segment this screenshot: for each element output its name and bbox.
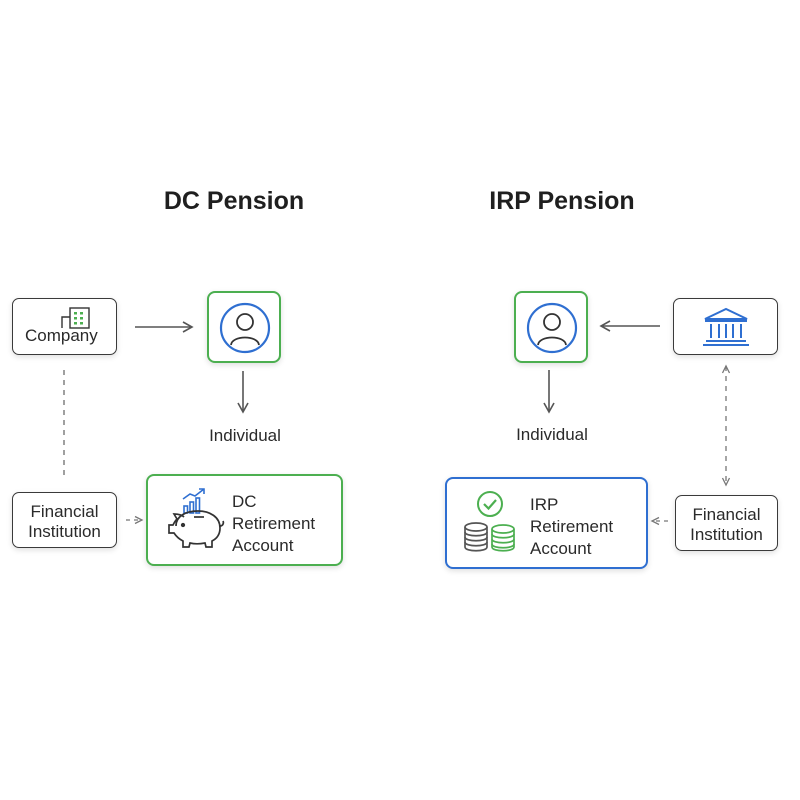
- dc-account-line1: DC: [232, 492, 257, 511]
- irp-account-line2: Retirement: [530, 517, 614, 536]
- irp-financial-institution-box: Financial Institution: [675, 495, 778, 551]
- piggy-bank-icon: [168, 488, 225, 548]
- coins-check-icon: [464, 491, 515, 552]
- irp-fi-line2: Institution: [690, 525, 763, 544]
- dc-retirement-account-box: DC Retirement Account: [146, 474, 343, 566]
- person-icon: [219, 302, 271, 354]
- irp-individual-label: Individual: [516, 425, 588, 444]
- bank-icon: [703, 307, 749, 346]
- dc-individual-box: [207, 291, 281, 363]
- irp-account-line1: IRP: [530, 495, 559, 514]
- dc-fi-line2: Institution: [28, 522, 101, 541]
- irp-account-line3: Account: [530, 539, 592, 558]
- company-box: Company: [12, 298, 117, 355]
- irp-fi-line1: Financial: [692, 505, 761, 524]
- irp-pension-title: IRP Pension: [489, 187, 635, 215]
- dc-account-line3: Account: [232, 536, 294, 555]
- company-label: Company: [25, 326, 98, 345]
- dc-fi-line1: Financial: [30, 502, 99, 521]
- irp-retirement-account-box: IRP Retirement Account: [445, 477, 648, 569]
- irp-individual-box: [514, 291, 588, 363]
- building-icon: [61, 307, 90, 329]
- dc-pension-title: DC Pension: [163, 187, 305, 215]
- bank-box: [673, 298, 778, 355]
- dc-account-line2: Retirement: [232, 514, 316, 533]
- person-icon: [526, 302, 578, 354]
- dc-individual-label: Individual: [209, 426, 281, 445]
- dc-financial-institution-box: Financial Institution: [12, 492, 117, 548]
